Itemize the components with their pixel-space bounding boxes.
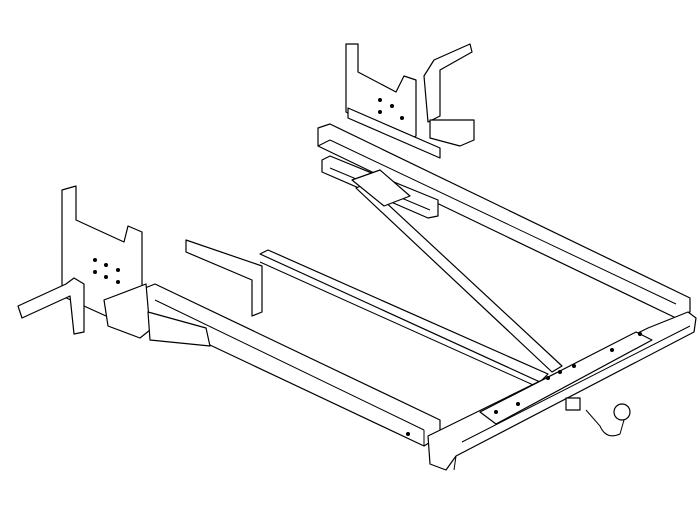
right-side-beam bbox=[317, 123, 691, 319]
left-small-bracket bbox=[17, 277, 85, 335]
tow-ball-hitch bbox=[565, 397, 631, 437]
diagonal-strut bbox=[351, 169, 563, 373]
center-bar bbox=[259, 249, 549, 389]
bolt-holes bbox=[93, 98, 642, 436]
right-mounting-plate bbox=[345, 43, 475, 159]
rear-cross-beam bbox=[427, 311, 697, 471]
